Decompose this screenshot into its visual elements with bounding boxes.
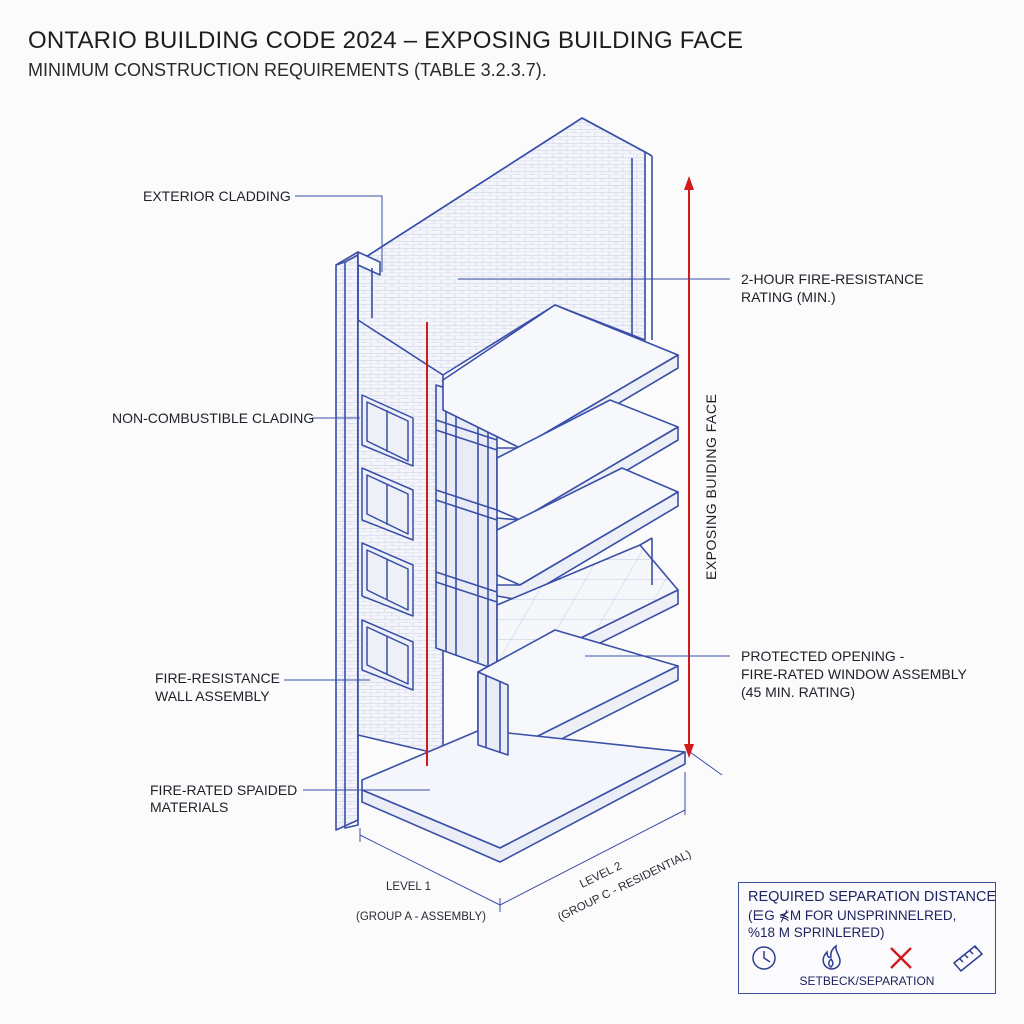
legend-icons: [752, 944, 984, 973]
label-level-1-group: (GROUP A - ASSEMBLY): [356, 911, 486, 923]
front-wall-column: [335, 251, 359, 831]
dimension-lines: [359, 751, 723, 912]
page-subtitle: MINIMUM CONSTRUCTION REQUIREMENTS (TABLE…: [28, 60, 547, 80]
label-protected-3: (45 MIN. RATING): [741, 684, 855, 700]
legend-title: REQUIRED SEPARATION DISTANCE: [748, 889, 997, 905]
label-protected-2: FIRE-RATED WINDOW ASSEMBLY: [741, 666, 967, 682]
label-level-2-group: (GROUP C - RESIDENTIAL): [556, 849, 693, 924]
curtain-wall: [435, 384, 498, 671]
label-fire-rated-1: FIRE-RATED SPAIDED: [150, 782, 297, 798]
label-fire-rated-2: MATERIALS: [150, 799, 228, 815]
separation-legend: REQUIRED SEPARATION DISTANCE (⋿G ⋠M FOR …: [738, 882, 996, 994]
x-mark-icon: [890, 947, 912, 969]
label-non-combustible: NON-COMBUSTIBLE CLADING: [112, 410, 314, 426]
floor-slabs: [361, 304, 686, 863]
label-exposing-face: EXPOSING BUIDING FACE: [703, 394, 719, 580]
label-exterior-cladding: EXTERIOR CLADDING: [143, 188, 291, 204]
ruler-icon: [952, 944, 984, 973]
label-fire-resistance-2: WALL ASSEMBLY: [155, 688, 270, 704]
side-brick-face: [357, 319, 444, 756]
leader-lines: [284, 195, 730, 791]
label-two-hour-2: RATING (MIN.): [741, 289, 836, 305]
legend-line-1: (⋿G ⋠M FOR UNSPRINNELRED,: [748, 908, 957, 923]
flame-icon: [822, 944, 841, 970]
label-protected-1: PROTECTED OPENING -: [741, 648, 905, 664]
clock-icon: [752, 946, 776, 970]
building-structure: [335, 117, 723, 912]
label-two-hour-1: 2-HOUR FIRE-RESISTANCE: [741, 271, 924, 287]
page-title: ONTARIO BUILDING CODE 2024 – EXPOSING BU…: [28, 27, 744, 54]
label-level-1: LEVEL 1: [386, 881, 431, 893]
side-windows: [361, 394, 414, 691]
lower-window: [477, 671, 509, 756]
label-fire-resistance-1: FIRE-RESISTANCE: [155, 670, 280, 686]
legend-caption: SETBECK/SEPARATION: [799, 974, 935, 988]
legend-line-2: %18 M SPRINLERED): [748, 925, 885, 940]
